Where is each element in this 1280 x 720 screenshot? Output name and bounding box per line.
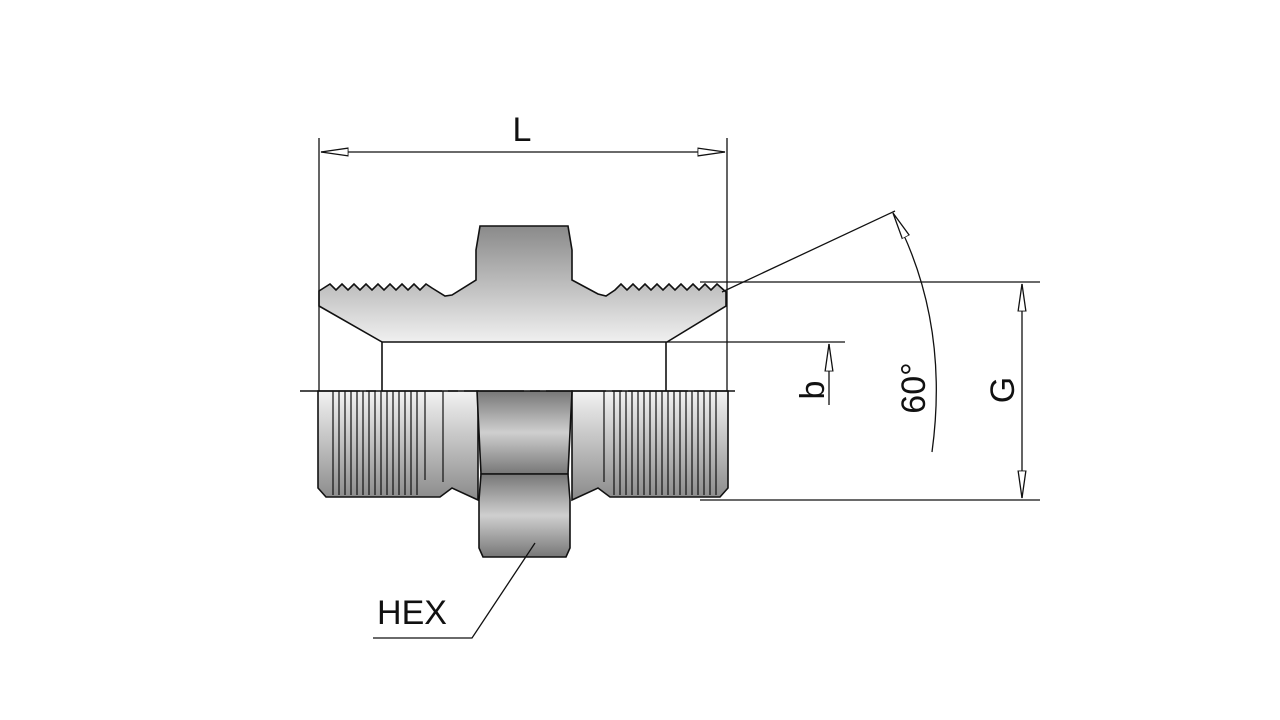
- label-bore: b: [794, 381, 832, 400]
- right-thread: [603, 391, 717, 495]
- hex-leader-line: [373, 542, 536, 639]
- upper-section: [318, 225, 727, 343]
- hex-nut-lower: [478, 473, 571, 558]
- label-angle: 60°: [895, 362, 933, 413]
- bore-dimension: [667, 341, 845, 405]
- left-thread: [332, 391, 444, 495]
- hex-nut: [476, 390, 573, 475]
- label-thread-diameter: G: [984, 377, 1022, 403]
- label-length: L: [513, 111, 532, 149]
- lower-section: [317, 390, 729, 558]
- length-dimension: [318, 138, 728, 391]
- label-hex: HEX: [377, 594, 447, 632]
- thread-diameter-dimension: [700, 281, 1040, 501]
- angle-dimension: [721, 210, 937, 453]
